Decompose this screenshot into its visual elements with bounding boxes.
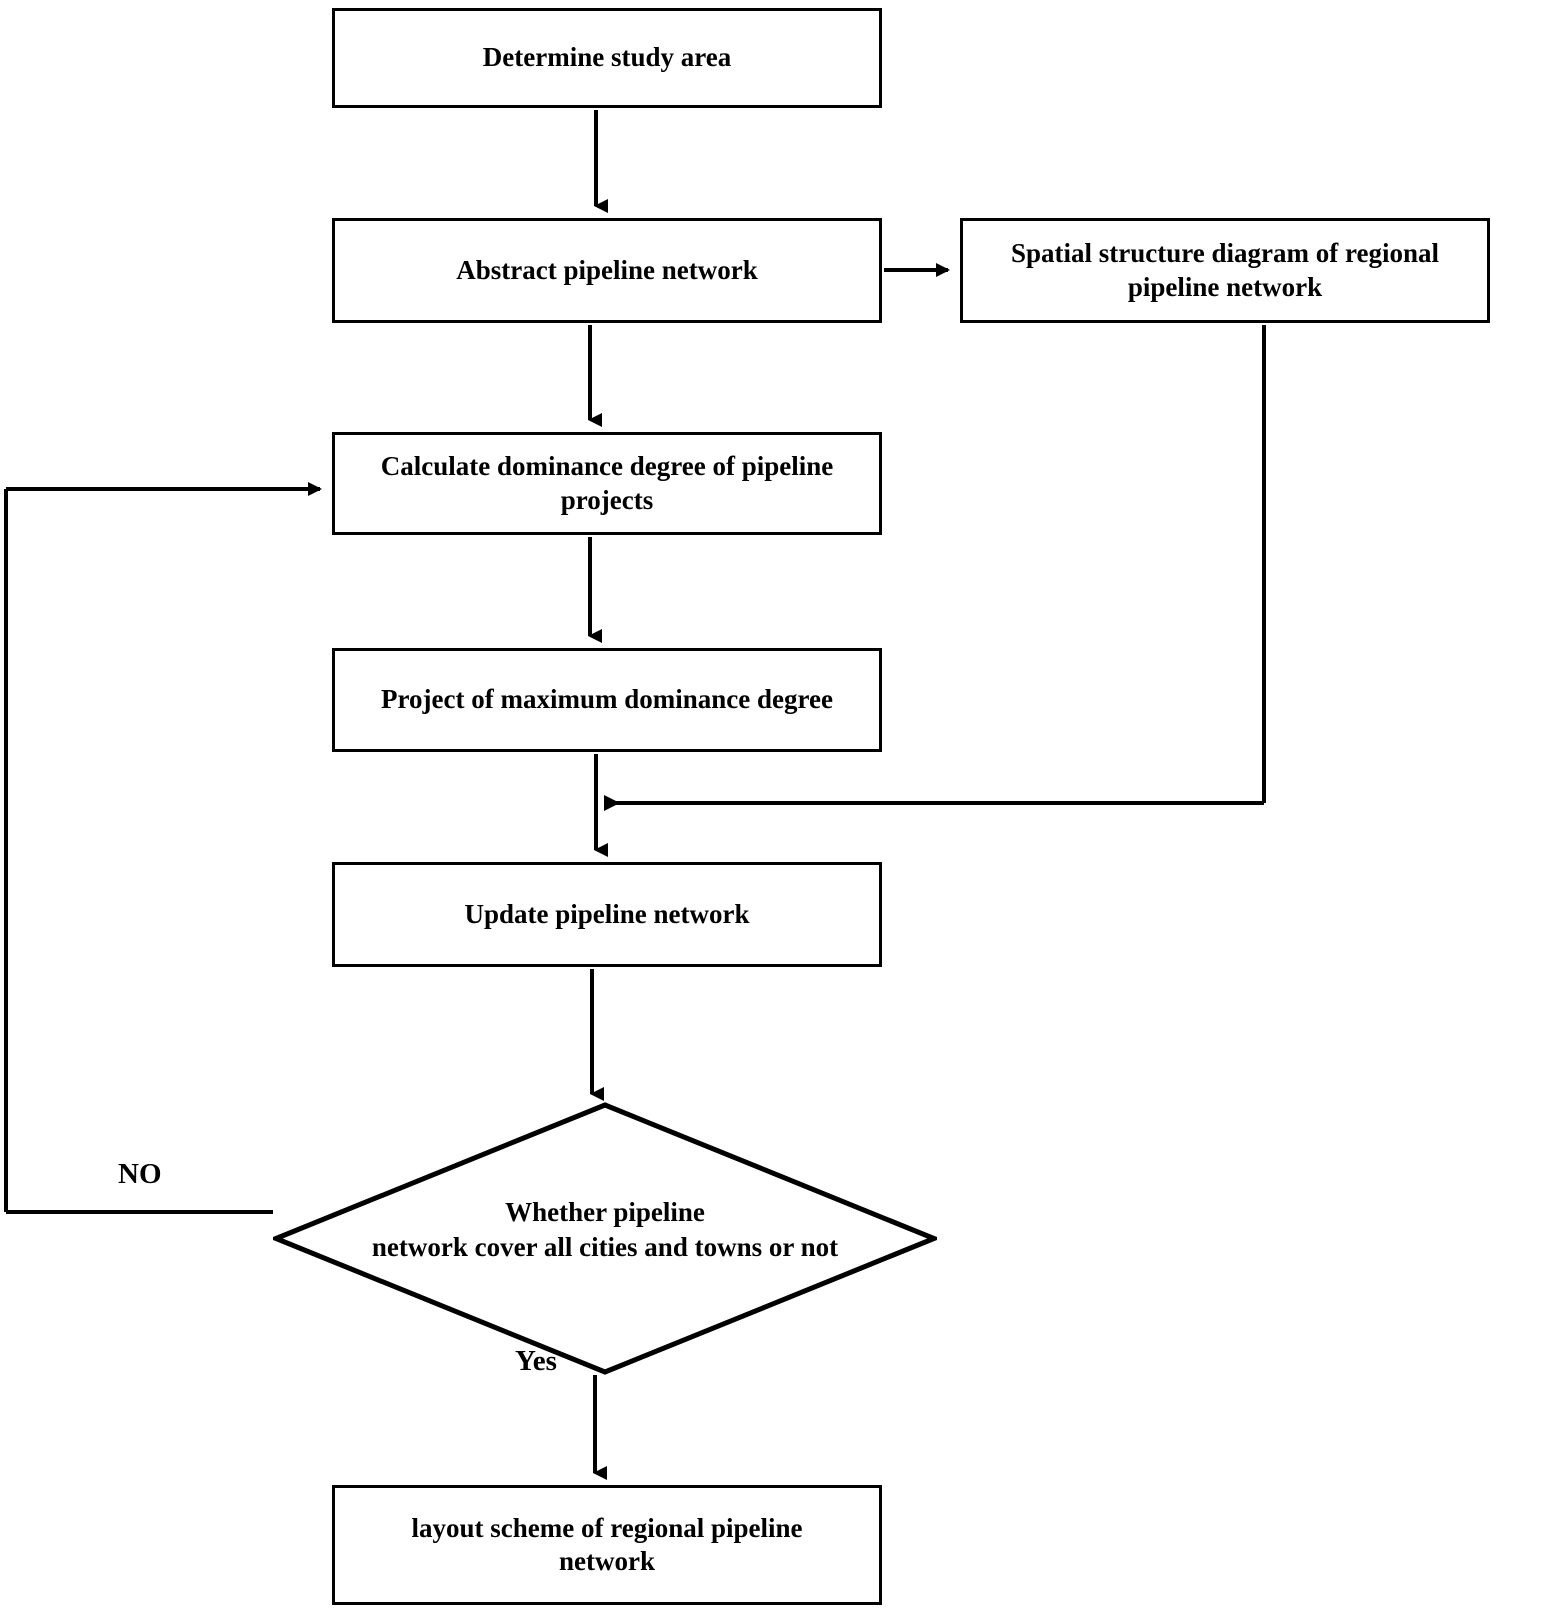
node-label-determine-study-area: Determine study area [482, 42, 732, 73]
node-update-pipeline-network[interactable]: Update pipeline network [332, 862, 882, 967]
node-abstract-pipeline-network[interactable]: Abstract pipeline network [332, 218, 882, 323]
node-coverage-decision[interactable]: Whether pipeline network cover all citie… [273, 1102, 937, 1375]
connector-decision-no-to-calculate [4, 482, 322, 1214]
node-label-layout-scheme: layout scheme of regional pipeline netwo… [411, 1512, 803, 1576]
node-label-calculate-dominance-degree: Calculate dominance degree of pipeline p… [380, 451, 834, 515]
diamond-shape [273, 1102, 937, 1375]
node-project-maximum-dominance[interactable]: Project of maximum dominance degree [332, 648, 882, 752]
node-label-abstract-pipeline-network: Abstract pipeline network [456, 254, 758, 285]
connector-spatial-to-update [604, 325, 1266, 811]
node-label-project-maximum-dominance: Project of maximum dominance degree [381, 684, 833, 715]
node-layout-scheme[interactable]: layout scheme of regional pipeline netwo… [332, 1485, 882, 1605]
edge-label-no: NO [118, 1158, 162, 1190]
edge-label-yes: Yes [515, 1345, 557, 1377]
node-calculate-dominance-degree[interactable]: Calculate dominance degree of pipeline p… [332, 432, 882, 535]
node-label-update-pipeline-network: Update pipeline network [464, 898, 750, 929]
node-label-coverage-decision: Whether pipeline network cover all citie… [371, 1197, 839, 1263]
node-spatial-structure-diagram[interactable]: Spatial structure diagram of regional pi… [960, 218, 1490, 323]
node-determine-study-area[interactable]: Determine study area [332, 8, 882, 108]
node-label-spatial-structure-diagram: Spatial structure diagram of regional pi… [1011, 238, 1439, 302]
